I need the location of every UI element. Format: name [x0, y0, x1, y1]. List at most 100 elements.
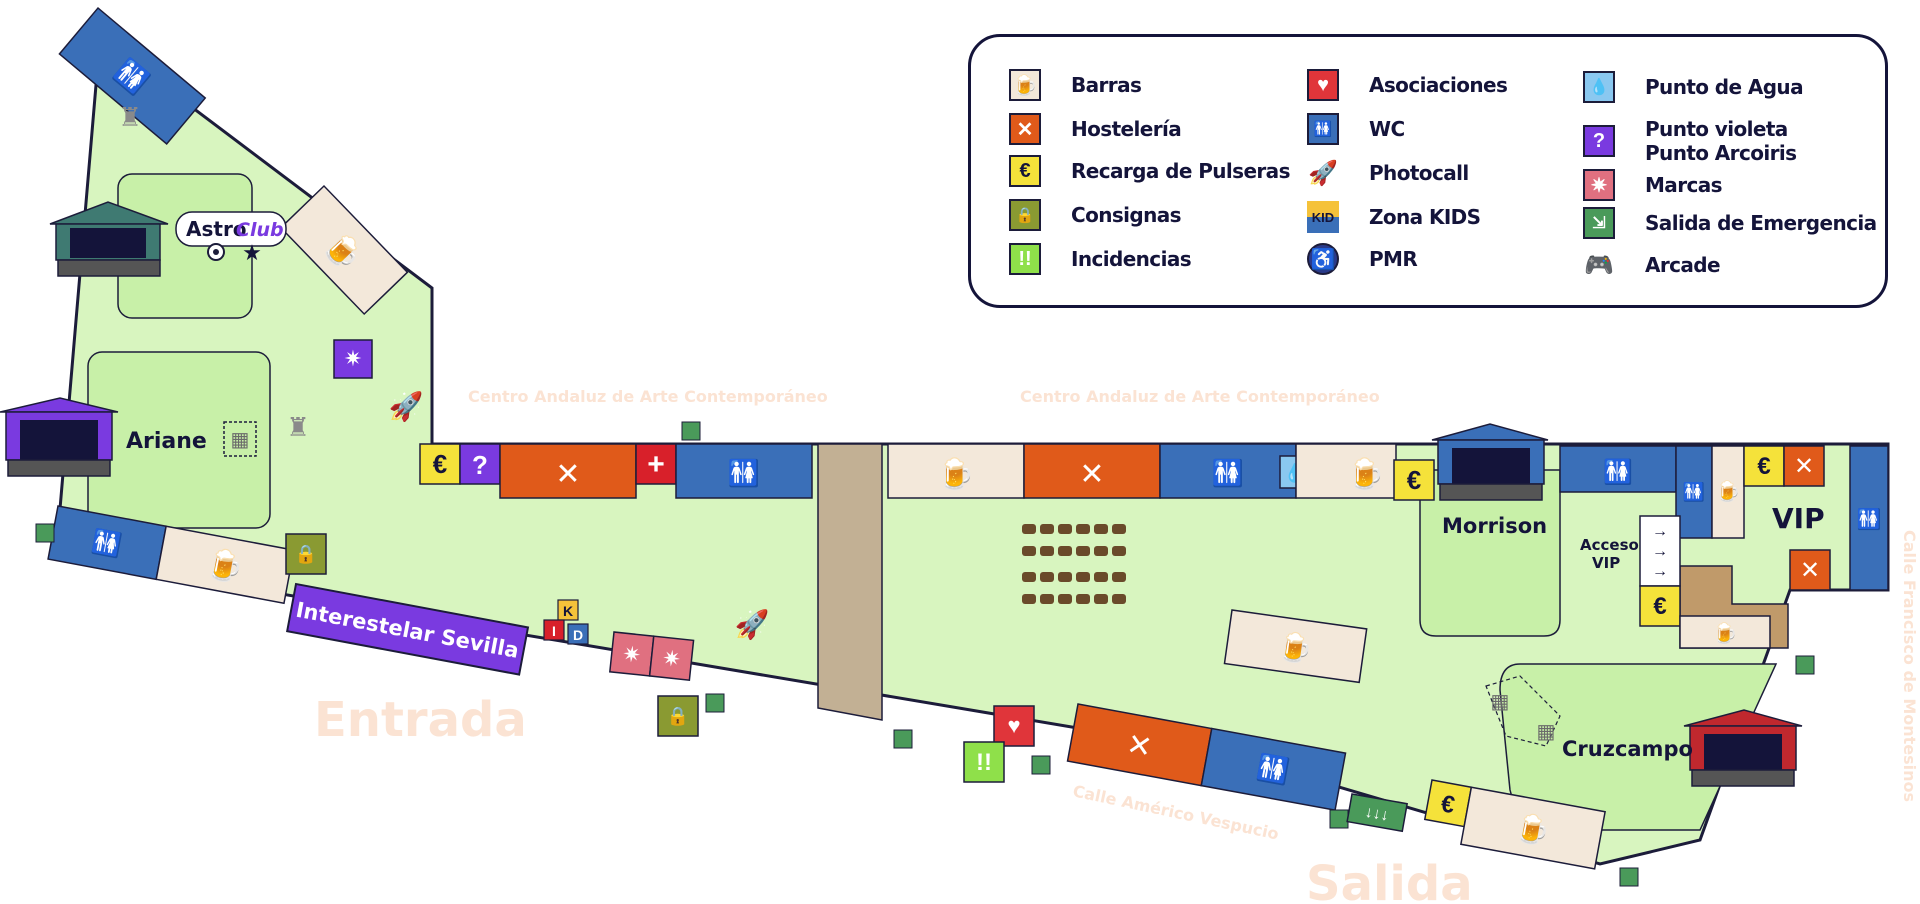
svg-text:✷: ✷: [661, 645, 682, 672]
legend-item-pmr: ♿ PMR: [1307, 243, 1418, 275]
vip-access: → → → € 🍺: [1639, 515, 1771, 649]
label-acceso-vip: VIP: [1592, 554, 1620, 572]
legend-item-punto-agua: 💧 Punto de Agua: [1583, 71, 1804, 103]
euro-icon: €: [1009, 155, 1041, 187]
center-bar: 🍺: [1223, 609, 1368, 684]
svg-text:🚻: 🚻: [1603, 458, 1633, 486]
svg-text:€: €: [1407, 465, 1421, 495]
legend-item-photocall: 🚀 Photocall: [1307, 157, 1469, 189]
svg-text:I: I: [552, 623, 556, 639]
svg-text:D: D: [573, 627, 583, 643]
legend-item-incidencias: !! Incidencias: [1009, 243, 1192, 275]
blocks-icon: KID: [1307, 201, 1339, 233]
stage-morrison: [1431, 423, 1549, 501]
svg-text:🚻: 🚻: [90, 527, 125, 560]
brand-booths: ✷ ✷: [608, 631, 695, 681]
stage-astroclub: [49, 201, 169, 277]
label-morrison: Morrison: [1442, 514, 1547, 538]
svg-text:★: ★: [242, 240, 262, 265]
svg-text:✷: ✷: [621, 641, 642, 668]
svg-text:✷: ✷: [344, 346, 362, 371]
gamepad-icon: 🎮: [1584, 251, 1614, 279]
emergency-exit-icon: ⇲: [1583, 207, 1615, 239]
legend-item-arcade: 🎮 Arcade: [1583, 249, 1721, 281]
walkway: [817, 443, 883, 721]
bar-block-diagonal: 🍺: [279, 184, 409, 316]
svg-text:🍺: 🍺: [1713, 621, 1738, 645]
bottom-bar-row: € 🍺: [1423, 779, 1606, 870]
legend-item-marcas: ✷ Marcas: [1583, 169, 1723, 201]
label-punto-arcoiris: Punto Arcoiris: [1645, 141, 1797, 165]
legend-item-zona-kids: KID Zona KIDS: [1307, 201, 1481, 233]
svg-text:↓↓↓: ↓↓↓: [1364, 804, 1391, 825]
svg-text:♥: ♥: [1007, 713, 1020, 738]
arcade-grid-ariane: [223, 421, 257, 457]
statue-top: ♜: [118, 102, 141, 132]
morrison-zone: [1419, 469, 1561, 637]
svg-text:▦: ▦: [231, 429, 250, 451]
svg-text:!!: !!: [976, 749, 992, 776]
svg-text:🔒: 🔒: [295, 544, 317, 564]
svg-text:🚻: 🚻: [1683, 481, 1705, 502]
question-icon: ?: [1583, 125, 1615, 157]
svg-text:→: →: [1652, 523, 1668, 540]
svg-text:✕: ✕: [1079, 458, 1104, 491]
rocket-icon: 🚀: [1308, 159, 1338, 187]
lockers-bottom: [657, 695, 699, 737]
stage-cruzcampo: [1683, 709, 1803, 787]
incidents-point: [963, 741, 1005, 783]
legend-item-asociaciones: ♥ Asociaciones: [1307, 69, 1508, 101]
svg-text:Astro: Astro: [186, 217, 247, 241]
svg-text:🍺: 🍺: [1716, 479, 1741, 503]
brand-booth-top: [333, 339, 373, 379]
svg-text:→: →: [1652, 563, 1668, 580]
svg-text:€: €: [1757, 453, 1770, 480]
fork-knife-icon: ✕: [1009, 113, 1041, 145]
astroclub-logo: Astro Club ★: [175, 211, 287, 265]
label-vip: VIP: [1772, 502, 1825, 535]
svg-text:🍺: 🍺: [1347, 455, 1384, 491]
legend-item-salida-emergencia: ⇲ Salida de Emergencia: [1583, 207, 1877, 239]
svg-text:✕: ✕: [555, 458, 580, 491]
emergency-exits: [35, 421, 1815, 887]
svg-text:🚻: 🚻: [1212, 458, 1244, 488]
kids-zone-icon: K I D: [543, 599, 589, 645]
bottom-right-row: ✕ 🚻: [1066, 703, 1347, 812]
svg-text:+: +: [647, 448, 665, 481]
svg-text:✕: ✕: [1794, 453, 1814, 480]
svg-text:€: €: [1439, 790, 1457, 819]
lockers-left: [285, 533, 327, 575]
restroom-icon: 🚻: [1307, 113, 1339, 145]
arcade-grid-cruzcampo: ▦ ▦: [1485, 675, 1561, 747]
svg-text:€: €: [1653, 593, 1666, 620]
beer-icon: 🍺: [1009, 69, 1041, 101]
label-acceso: Acceso: [1580, 536, 1639, 554]
wc-block-topleft: 🚻: [58, 6, 207, 146]
svg-text:🍺: 🍺: [1276, 628, 1315, 667]
svg-text:🔒: 🔒: [667, 706, 689, 726]
legend-item-consignas: 🔒 Consignas: [1009, 199, 1182, 231]
svg-text:→: →: [1652, 543, 1668, 560]
svg-text:▦: ▦: [1491, 691, 1510, 713]
top-service-row: € ? ✕ + 🚻 🍺 ✕ 🚻 💧 🍺 € 🚻 🚻 🍺 € ✕ 🚻 ✕: [419, 443, 1889, 591]
svg-text:▦: ▦: [1537, 721, 1556, 743]
label-punto-violeta: Punto violeta: [1645, 117, 1788, 141]
legend-item-barras: 🍺 Barras: [1009, 69, 1142, 101]
svg-text:✕: ✕: [1124, 728, 1155, 765]
label-entrada: Entrada: [314, 692, 527, 748]
map-legend: 🍺 Barras ✕ Hostelería € Recarga de Pulse…: [968, 34, 1888, 308]
label-centro-andaluz-right: Centro Andaluz de Arte Contemporáneo: [1020, 387, 1380, 406]
photocall-left: 🚀: [389, 390, 424, 423]
exclamation-icon: !!: [1009, 243, 1041, 275]
svg-text:✕: ✕: [1800, 557, 1820, 584]
svg-text:🍺: 🍺: [937, 455, 974, 491]
left-lower-row: 🚻 🍺: [47, 505, 295, 605]
label-salida: Salida: [1306, 856, 1473, 904]
label-centro-andaluz-left: Centro Andaluz de Arte Contemporáneo: [468, 387, 828, 406]
stage-ariane: [0, 397, 119, 477]
label-cruzcampo: Cruzcampo: [1562, 737, 1693, 761]
legend-item-hosteleria: ✕ Hostelería: [1009, 113, 1182, 145]
svg-text:€: €: [433, 449, 447, 479]
